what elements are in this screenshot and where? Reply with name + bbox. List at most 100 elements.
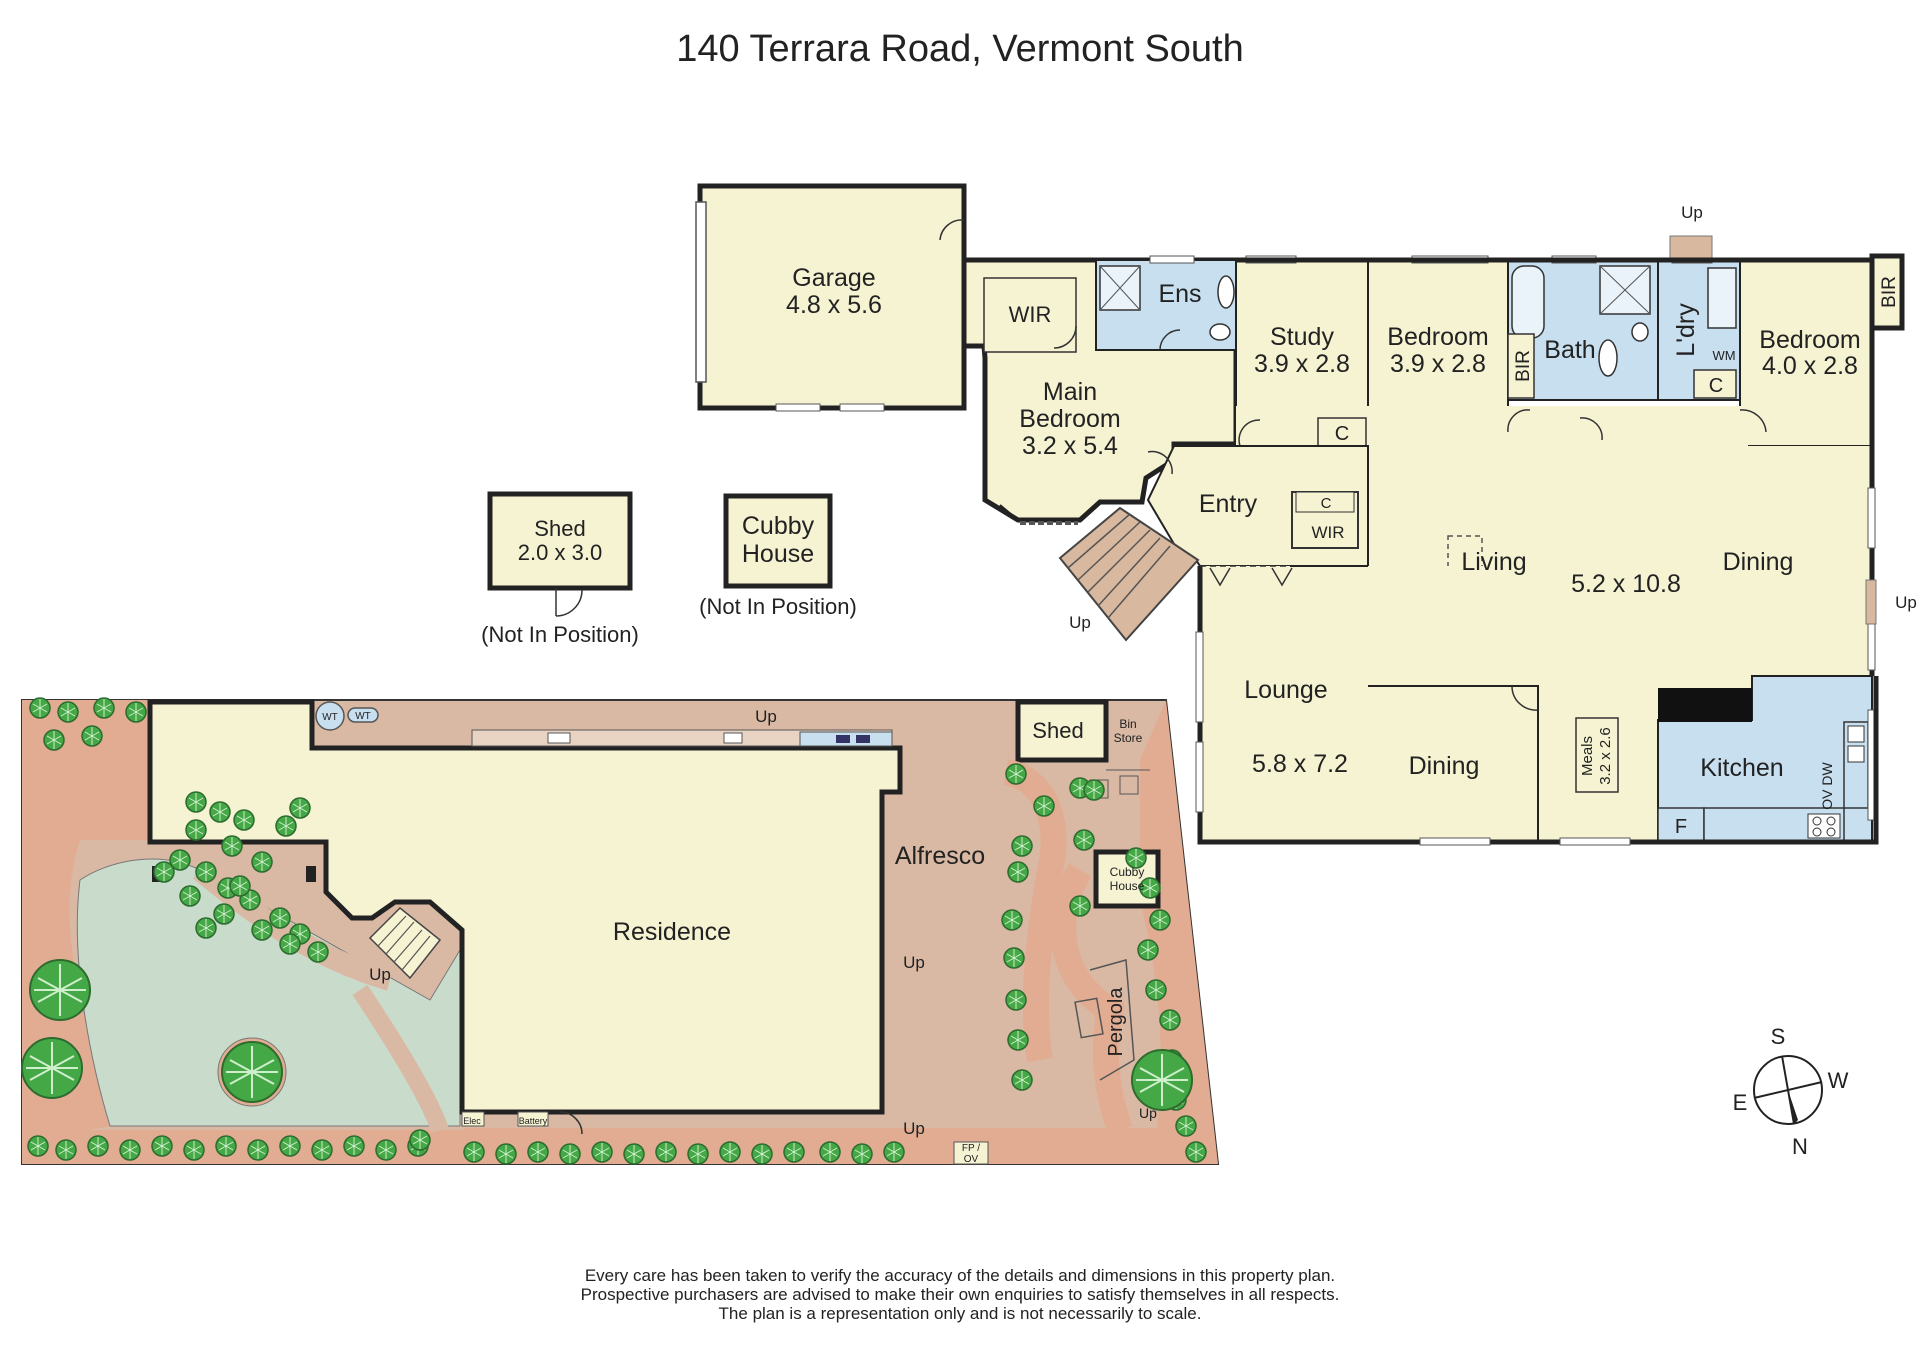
residence-footprint bbox=[147, 699, 903, 1115]
tree-icon bbox=[343, 1135, 365, 1157]
tree-icon bbox=[29, 697, 51, 719]
dining2-label: Dining bbox=[1409, 752, 1480, 780]
tree-icon bbox=[783, 1141, 805, 1163]
bin-store-l2: Store bbox=[1114, 731, 1143, 745]
room-labels: Garage 4.8 x 5.6 WIR Ens Study 3.9 x 2.8… bbox=[322, 203, 1917, 1165]
living-dims: 5.2 x 10.8 bbox=[1571, 570, 1681, 598]
tree-icon bbox=[527, 1141, 549, 1163]
compass: S W E N bbox=[1733, 1024, 1849, 1159]
tree-icon bbox=[247, 1139, 269, 1161]
tree-icon bbox=[251, 919, 273, 941]
up-ldry: Up bbox=[1681, 203, 1703, 222]
site-shed bbox=[1015, 699, 1109, 763]
site-cubby-l1: Cubby bbox=[1110, 865, 1145, 879]
bedroom2-dims: 3.9 x 2.8 bbox=[1390, 350, 1486, 378]
tree-icon bbox=[87, 1135, 109, 1157]
main-bedroom-l2: Bedroom bbox=[1019, 405, 1120, 433]
disclaimer-line-2: Prospective purchasers are advised to ma… bbox=[580, 1285, 1340, 1304]
tree-icon bbox=[229, 875, 251, 897]
tree-icon bbox=[1073, 829, 1095, 851]
site-shed-label: Shed bbox=[1032, 718, 1083, 743]
tree-icon bbox=[233, 809, 255, 831]
elec-label: Elec bbox=[463, 1116, 481, 1126]
cubby-note: (Not In Position) bbox=[699, 594, 857, 619]
tree-icon bbox=[275, 815, 297, 837]
bedroom3-label: Bedroom bbox=[1759, 326, 1860, 354]
tree-icon bbox=[1083, 779, 1105, 801]
tree-icon bbox=[307, 941, 329, 963]
study-label: Study bbox=[1270, 323, 1334, 351]
tree-icon bbox=[279, 1135, 301, 1157]
up-steps: Up bbox=[369, 965, 391, 984]
shed-not-in-position bbox=[487, 491, 633, 617]
ov-dw-label: OV DW bbox=[1819, 761, 1835, 809]
plan-title: 140 Terrara Road, Vermont South bbox=[676, 28, 1244, 70]
tree-icon bbox=[221, 835, 243, 857]
tree-icon bbox=[819, 1141, 841, 1163]
bir-a-label: BIR bbox=[1513, 350, 1534, 382]
tree-icon bbox=[183, 1139, 205, 1161]
tree-icon bbox=[1011, 835, 1033, 857]
tree-icon bbox=[1149, 909, 1171, 931]
tree-icon bbox=[119, 1139, 141, 1161]
shed-dims: 2.0 x 3.0 bbox=[518, 540, 602, 565]
up-dining: Up bbox=[1895, 593, 1917, 612]
tree-icon bbox=[289, 797, 311, 819]
main-bedroom-l1: Main bbox=[1043, 378, 1097, 406]
meals-label: Meals bbox=[1579, 736, 1596, 776]
main-bedroom-dims: 3.2 x 5.4 bbox=[1022, 432, 1118, 460]
up-alfresco: Up bbox=[903, 953, 925, 972]
living-label: Living bbox=[1461, 548, 1526, 576]
tree-icon bbox=[215, 1135, 237, 1157]
house-plan bbox=[695, 183, 1905, 846]
tree-icon bbox=[153, 861, 175, 883]
bin-store-l1: Bin bbox=[1119, 717, 1136, 731]
tree-icon bbox=[279, 933, 301, 955]
tree-icon bbox=[195, 861, 217, 883]
shed-label: Shed bbox=[534, 516, 585, 541]
tree-icon bbox=[719, 1141, 741, 1163]
fp-ov-l1: FP / bbox=[962, 1143, 980, 1154]
disclaimer-line-1: Every care has been taken to verify the … bbox=[584, 1266, 1336, 1285]
up-deck: Up bbox=[1069, 613, 1091, 632]
compass-s: S bbox=[1771, 1024, 1786, 1049]
tree-icon bbox=[221, 1041, 283, 1103]
wir-entry-label: WIR bbox=[1311, 523, 1344, 542]
tree-icon bbox=[57, 701, 79, 723]
dining1-label: Dining bbox=[1723, 548, 1794, 576]
tree-icon bbox=[687, 1143, 709, 1165]
tree-icon bbox=[93, 697, 115, 719]
wir-main bbox=[983, 277, 1077, 353]
wir-main-label: WIR bbox=[1009, 302, 1052, 327]
tree-icon bbox=[251, 851, 273, 873]
meals-dims: 3.2 x 2.6 bbox=[1597, 727, 1614, 785]
bedroom3-dims: 4.0 x 2.8 bbox=[1762, 352, 1858, 380]
tree-icon bbox=[1137, 939, 1159, 961]
wm-label: WM bbox=[1712, 348, 1735, 363]
bir-bath bbox=[1507, 333, 1535, 399]
tree-icon bbox=[195, 917, 217, 939]
up-pergola: Up bbox=[1139, 1105, 1157, 1121]
up-top: Up bbox=[755, 707, 777, 726]
tree-icon bbox=[851, 1143, 873, 1165]
fp-ov-l2: OV bbox=[964, 1154, 979, 1165]
compass-n: N bbox=[1792, 1134, 1808, 1159]
tree-icon bbox=[1145, 979, 1167, 1001]
c-laundry-label: C bbox=[1709, 375, 1723, 397]
garage-room bbox=[697, 183, 967, 411]
meals-label-box bbox=[1575, 717, 1619, 793]
tree-icon bbox=[463, 1141, 485, 1163]
tree-icon bbox=[409, 1129, 431, 1151]
disclaimer-line-3: The plan is a representation only and is… bbox=[718, 1304, 1202, 1323]
shed-note: (Not In Position) bbox=[481, 622, 639, 647]
tree-icon bbox=[591, 1141, 613, 1163]
tree-icon bbox=[375, 1139, 397, 1161]
tree-icon bbox=[27, 1135, 49, 1157]
c-hall-label: C bbox=[1335, 423, 1349, 445]
tree-icon bbox=[1033, 795, 1055, 817]
tree-icon bbox=[623, 1143, 645, 1165]
ens-label: Ens bbox=[1158, 280, 1201, 308]
battery-label: Battery bbox=[519, 1116, 548, 1126]
tree-icon bbox=[269, 907, 291, 929]
